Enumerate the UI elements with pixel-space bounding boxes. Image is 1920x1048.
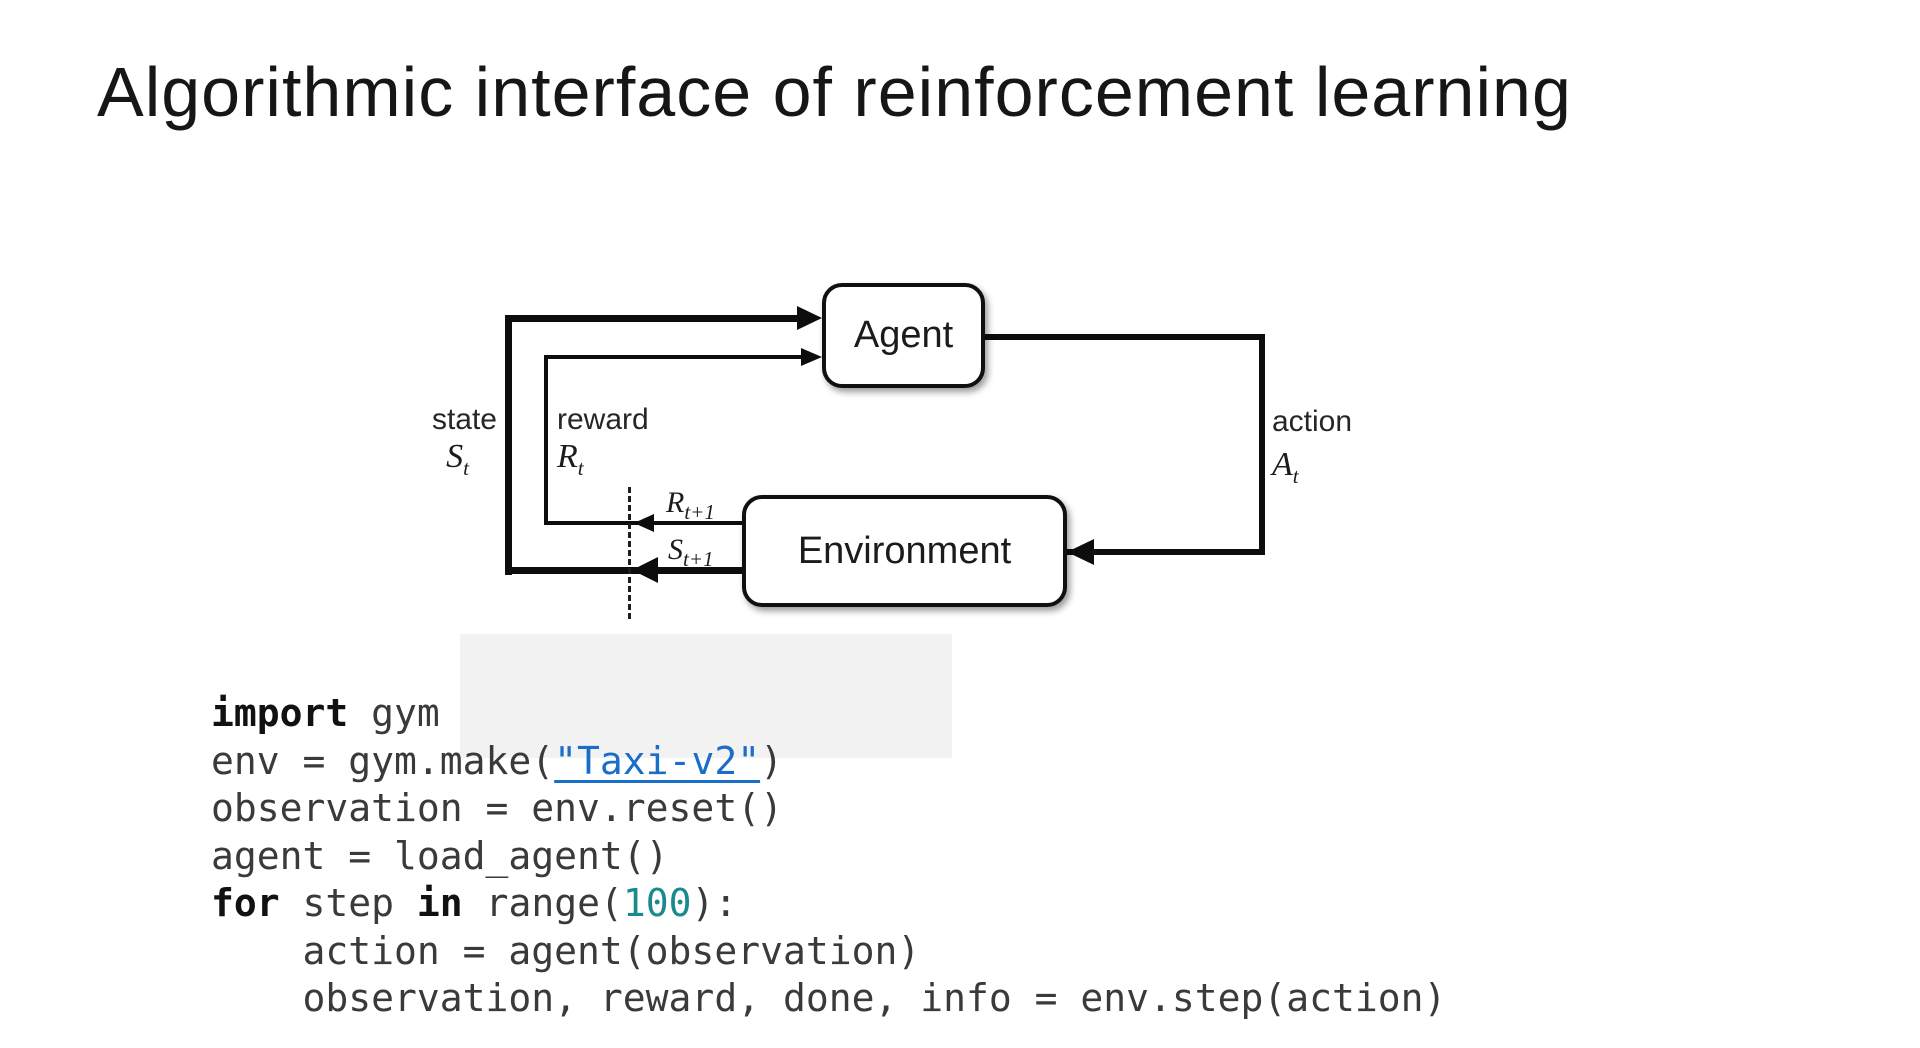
agent-box-label: Agent (853, 314, 954, 356)
code-segment: for (211, 881, 280, 925)
code-line: for step in range(100): (211, 880, 1446, 928)
state-label: state (431, 403, 497, 436)
code-segment: import (211, 691, 349, 735)
action-arrowhead-into-environment-icon (1067, 539, 1094, 565)
code-segment: agent = load_agent() (211, 833, 669, 878)
gray-background-patch (460, 634, 952, 758)
code-segment: observation = env.reset() (211, 786, 783, 830)
agent-box: Agent (822, 283, 985, 388)
environment-box: Environment (742, 495, 1067, 607)
code-segment: observation, reward, done, info = env.st… (211, 976, 1447, 1020)
reward-line-top (544, 355, 802, 359)
action-line-top (985, 334, 1265, 340)
next-state-arrowhead-icon (632, 557, 658, 583)
next-state-symbol: St+1 (668, 533, 714, 571)
state-line-left (505, 315, 512, 575)
reward-line-left (544, 355, 548, 525)
reward-symbol: Rt (557, 438, 584, 480)
next-reward-symbol: Rt+1 (666, 486, 715, 524)
next-reward-arrowhead-icon (634, 514, 654, 532)
code-segment: step (279, 881, 417, 925)
action-line-bottom (1067, 549, 1265, 555)
code-segment: env = gym.make( (211, 738, 555, 783)
timestep-dashed-divider (628, 487, 631, 619)
state-line-bottom (505, 567, 742, 574)
code-line: import gym (211, 690, 1446, 738)
environment-box-label: Environment (797, 529, 1012, 572)
reward-label: reward (557, 403, 649, 436)
state-line-top (505, 315, 799, 322)
code-segment: 100 (622, 881, 692, 925)
code-line: action = agent(observation) (211, 928, 1446, 976)
code-line: agent = load_agent() (211, 833, 1446, 881)
reward-arrowhead-into-agent-icon (801, 348, 822, 366)
page-title: Algorithmic interface of reinforcement l… (97, 53, 1572, 131)
code-segment: ): (691, 881, 738, 925)
code-line: observation, reward, done, info = env.st… (211, 975, 1447, 1023)
code-segment: ) (760, 738, 783, 783)
code-segment: action = agent(observation) (211, 928, 921, 973)
code-segment: range( (462, 881, 623, 925)
state-arrowhead-into-agent-icon (797, 306, 822, 330)
action-line-right (1259, 334, 1265, 555)
action-label: action (1272, 405, 1353, 438)
code-link-text[interactable]: "Taxi-v2" (554, 738, 761, 783)
code-segment: gym (348, 691, 440, 735)
code-line: observation = env.reset() (211, 785, 1446, 833)
action-symbol: At (1272, 446, 1299, 488)
code-segment: in (416, 881, 463, 925)
code-line: env = gym.make("Taxi-v2") (211, 738, 1446, 786)
state-symbol: St (446, 438, 469, 480)
